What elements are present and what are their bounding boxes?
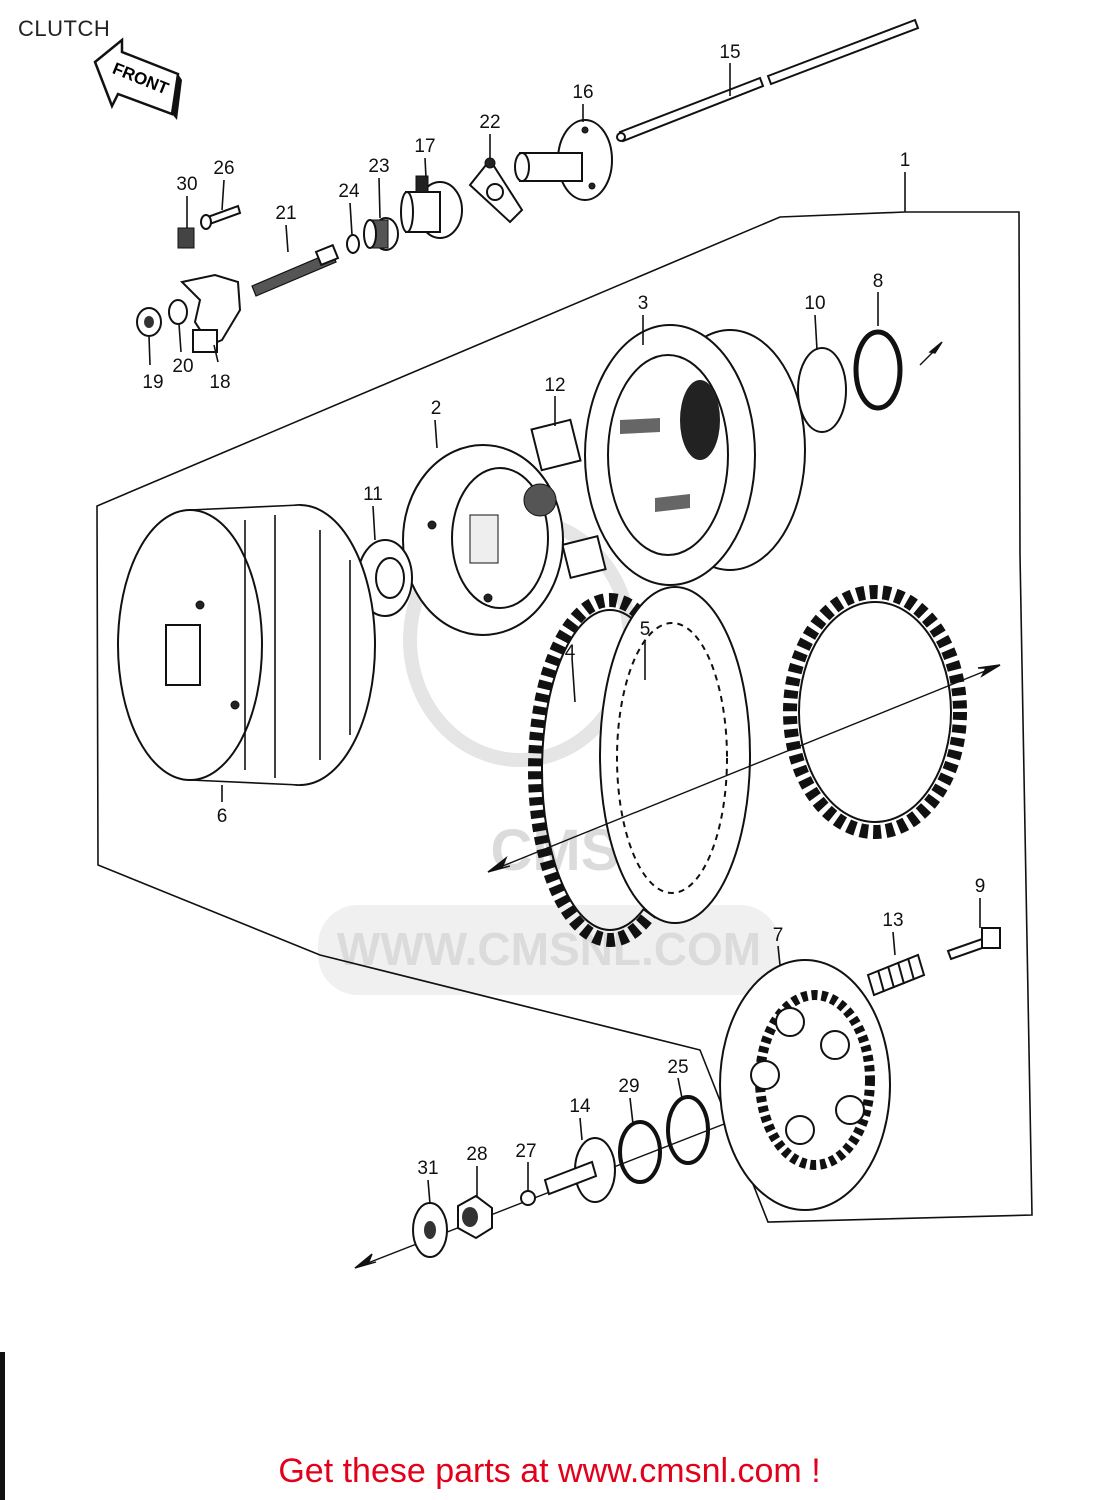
callout-1: 1	[900, 150, 911, 171]
bolt-26	[200, 204, 242, 230]
promo-link-text[interactable]: Get these parts at www.cmsnl.com !	[278, 1452, 821, 1490]
callout-27: 27	[515, 1141, 536, 1162]
callout-9: 9	[975, 876, 986, 897]
callout-11: 11	[363, 484, 383, 505]
callout-13: 13	[882, 910, 903, 931]
callout-7: 7	[773, 925, 784, 946]
callout-4: 4	[565, 642, 576, 663]
callout-20: 20	[172, 356, 193, 377]
bolt-9	[946, 927, 1001, 961]
ball-27	[520, 1190, 536, 1206]
callout-25: 25	[667, 1057, 688, 1078]
callout-28: 28	[466, 1144, 487, 1165]
callout-12: 12	[544, 375, 565, 396]
lever-18	[179, 273, 242, 353]
callout-17: 17	[414, 136, 435, 157]
friction-plate-right	[783, 585, 967, 839]
washer-11	[357, 539, 413, 617]
nut-19	[136, 307, 162, 337]
callout-10: 10	[804, 293, 825, 314]
edge-mark	[0, 1352, 5, 1500]
spring-13	[866, 953, 926, 997]
washer-31	[412, 1202, 448, 1258]
callout-29: 29	[618, 1076, 639, 1097]
assembly-outline	[96, 211, 1033, 1223]
callout-18: 18	[209, 372, 230, 393]
watermark-logo-text: CMS	[491, 818, 620, 883]
watermark-text: WWW.CMSNL.COM	[337, 923, 761, 975]
callout-5: 5	[640, 619, 651, 640]
page-title: CLUTCH	[18, 16, 111, 41]
callout-31: 31	[417, 1158, 438, 1179]
callout-15: 15	[719, 42, 740, 63]
washer-29	[618, 1120, 662, 1184]
watermark: WWW.CMSNL.COM CMS	[318, 513, 780, 995]
circlip-8	[853, 329, 903, 411]
callout-30: 30	[176, 174, 197, 195]
pushrod-15	[616, 18, 920, 143]
washer-24	[346, 234, 360, 254]
callout-16: 16	[572, 82, 593, 103]
callout-numbers: 1 2 3 4 5 6 7 8 9 10 11 12 13 14 15 16 1…	[142, 42, 985, 1179]
callout-21: 21	[275, 203, 296, 224]
front-arrow: FRONT	[93, 37, 182, 120]
screw-30	[177, 227, 195, 249]
callout-8: 8	[873, 271, 884, 292]
washer-10	[797, 347, 847, 433]
adjuster-screw-21	[251, 243, 340, 297]
nut-28	[457, 1194, 493, 1240]
callout-24: 24	[338, 181, 360, 202]
steel-plate-5	[599, 586, 751, 924]
leader-lines	[148, 63, 981, 1205]
bearing-23	[363, 217, 399, 251]
callout-3: 3	[638, 293, 649, 314]
pressure-plate-7	[719, 959, 891, 1211]
gear-plate-2	[402, 444, 564, 636]
callout-2: 2	[431, 398, 442, 419]
collar-16	[514, 119, 613, 201]
callout-26: 26	[213, 158, 234, 179]
pushrod-14	[543, 1137, 616, 1203]
callout-6: 6	[217, 806, 228, 827]
clutch-hub-3	[584, 324, 806, 586]
callout-23: 23	[368, 156, 389, 177]
damper-12	[530, 418, 607, 580]
washer-20	[168, 299, 188, 325]
callout-19: 19	[142, 372, 163, 393]
plate-22	[468, 157, 524, 224]
callout-14: 14	[569, 1096, 591, 1117]
clutch-housing-6	[117, 504, 376, 786]
callout-22: 22	[479, 112, 500, 133]
circlip-25	[666, 1095, 710, 1165]
cam-17	[400, 175, 463, 239]
